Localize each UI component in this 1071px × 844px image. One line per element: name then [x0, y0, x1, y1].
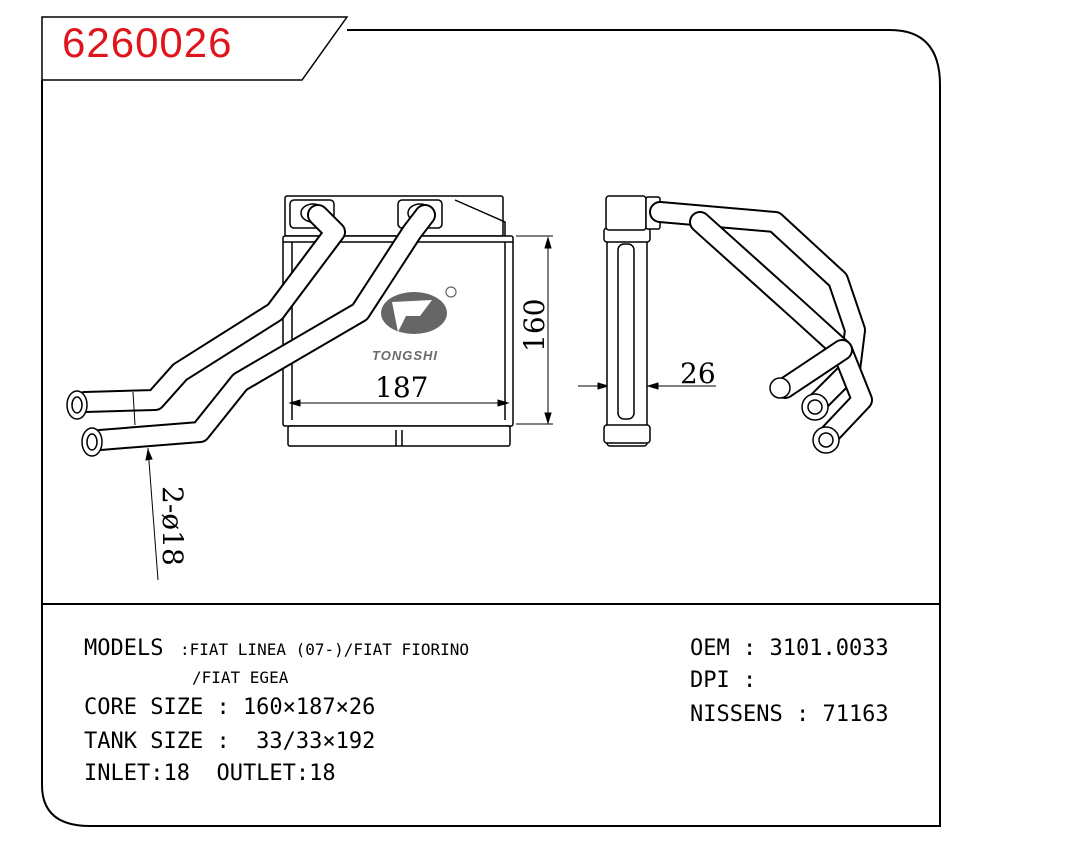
width-dimension: 187 [375, 371, 429, 404]
side-view [603, 195, 661, 447]
side-core [606, 235, 648, 447]
tank-size: TANK SIZE : 33/33×192 [84, 729, 376, 754]
nissens-number: NISSENS : 71163 [690, 702, 889, 727]
bottom-tank [287, 425, 511, 447]
depth-dimension: 26 [680, 357, 716, 390]
brand-logo-mark [381, 286, 457, 334]
core-size: CORE SIZE : 160×187×26 [84, 695, 376, 720]
header-tab [41, 16, 349, 81]
dpi-number: DPI : [690, 668, 757, 693]
models-label: MODELS [84, 636, 164, 661]
side-pipes [649, 201, 873, 447]
main-border [41, 29, 941, 827]
side-pipe-ends [769, 377, 840, 454]
part-number: 6260026 [62, 19, 233, 66]
models-line-1: :FIAT LINEA (07-)/FIAT FIORINO [180, 640, 469, 659]
pipe-diameter-dimension: 2-ø18 [156, 486, 189, 566]
inlet-outlet: INLET:18 OUTLET:18 [84, 761, 336, 786]
dimension-lines [132, 235, 716, 581]
models-line-2: /FIAT EGEA [192, 668, 289, 687]
height-dimension: 160 [518, 298, 551, 352]
pipe-ends [66, 390, 103, 457]
oem-number: OEM : 3101.0033 [690, 636, 889, 661]
brand-logo-text: TONGSHI [372, 348, 438, 363]
front-pipes [74, 204, 436, 451]
